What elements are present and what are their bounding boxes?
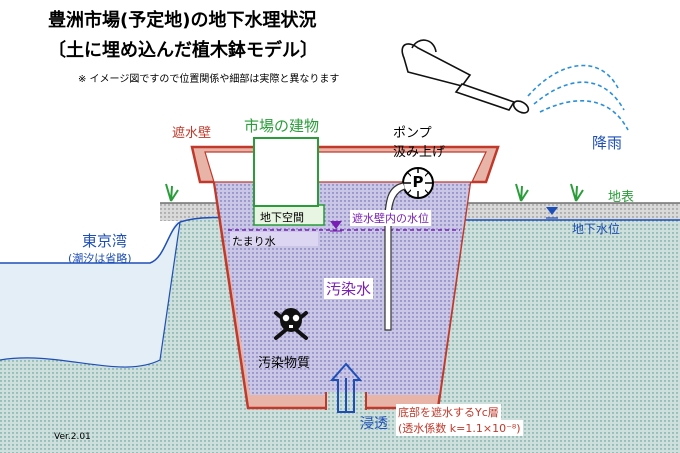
rain-drops-icon: [527, 64, 629, 131]
pump-label: ポンプ: [393, 126, 432, 141]
disclaimer-note: ※ イメージ図ですので位置関係や細部は実際と異なります: [78, 74, 340, 85]
basement-space-label: 地下空間: [260, 211, 304, 224]
diagram-title: 豊洲市場(予定地)の地下水理状況: [48, 10, 317, 31]
inner-water-level-label: 遮水壁内の水位: [350, 210, 431, 226]
tide-note-label: (潮汐は省略): [68, 252, 132, 265]
contaminant-label: 汚染物質: [258, 356, 311, 371]
water-level-marker-icon: [330, 207, 558, 232]
skull-crossbones-icon: [274, 308, 308, 340]
pump-symbol: P: [411, 173, 425, 191]
version-label: Ver.2.01: [54, 432, 91, 442]
ground-surface-label: 地表: [608, 190, 635, 205]
seepage-label: 浸透: [360, 416, 388, 432]
market-building: [253, 137, 319, 207]
tokyo-bay-label: 東京湾: [82, 232, 128, 250]
permeability-label: (透水係数 k=1.1×10⁻⁸): [396, 420, 523, 436]
market-building-label: 市場の建物: [244, 117, 320, 135]
pooled-water-label: たまり水: [232, 235, 276, 248]
seabed-outline: [0, 221, 181, 368]
groundwater-level-label: 地下水位: [572, 222, 621, 236]
up-arrow-icon: [329, 362, 363, 413]
rain-label: 降雨: [592, 134, 623, 152]
diagram-subtitle: 〔土に埋め込んだ植木鉢モデル〕: [48, 40, 318, 61]
pump-lift-label: 汲み上げ: [393, 145, 446, 160]
bottom-layer-label: 底部を遮水するYc層: [396, 404, 501, 420]
tokyo-bay-shore: [0, 221, 181, 264]
contaminated-water-label: 汚染水: [324, 278, 374, 299]
seawall-label: 遮水壁: [172, 126, 212, 141]
pooled-water-area: [230, 232, 318, 246]
watering-can-icon: [401, 39, 530, 114]
grass-icon: [165, 183, 584, 202]
